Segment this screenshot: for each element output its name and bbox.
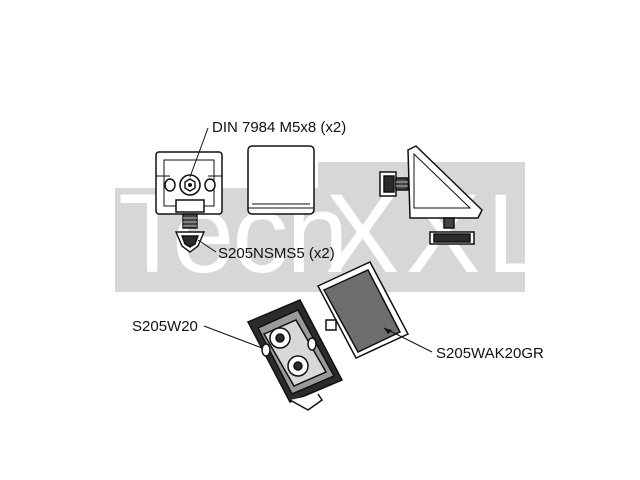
leader-screw [189,127,209,178]
leader-nut [197,239,217,253]
slot-nut-part [174,213,206,253]
angle-bracket-side-part [379,145,483,245]
assembled-bracket-part [246,299,344,411]
leader-cover [383,327,433,353]
screw-head [179,174,201,196]
callout-nut-label: S205NSMS5 (x2) [218,245,335,262]
callout-cover-label: S205WAK20GR [436,345,544,362]
leader-lines [189,127,433,353]
callout-screw-label: DIN 7984 M5x8 (x2) [212,119,347,136]
callout-bracket-label: S205W20 [132,318,198,335]
leader-bracket [203,325,263,349]
bracket-cover-part [316,261,410,359]
end-cap-part [247,145,315,215]
